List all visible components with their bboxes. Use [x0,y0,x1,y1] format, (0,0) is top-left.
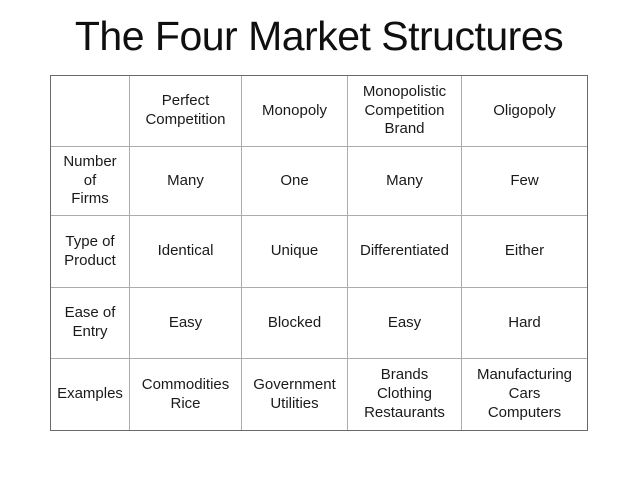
table-cell: Many [130,147,242,216]
table-cell: Few [462,147,587,216]
row-label-examples: Examples [51,359,130,430]
col-header-perfect-competition: Perfect Competition [130,76,242,147]
table-cell: One [242,147,348,216]
table-cell: Blocked [242,288,348,359]
table-cell: Differentiated [348,216,462,288]
table-cell: Unique [242,216,348,288]
table-cell: Easy [348,288,462,359]
table-cell: Hard [462,288,587,359]
table-cell: Commodities Rice [130,359,242,430]
table-cell: Government Utilities [242,359,348,430]
row-label-number-of-firms: Number of Firms [51,147,130,216]
table-cell: Manufacturing Cars Computers [476,366,573,421]
row-label-ease-of-entry: Ease of Entry [51,288,130,359]
corner-cell [51,76,130,147]
row-label-type-of-product: Type of Product [51,216,130,288]
table-cell: Either [462,216,587,288]
table-cell: Many [348,147,462,216]
page-title: The Four Market Structures [74,13,564,59]
col-header-oligopoly: Oligopoly [462,76,587,147]
table-cell: Brands Clothing Restaurants [348,359,462,430]
col-header-monopoly: Monopoly [242,76,348,147]
table-cell: Easy [130,288,242,359]
table-cell: Identical [130,216,242,288]
col-header-monopolistic-competition: Monopolistic Competition Brand [348,76,462,147]
market-structures-table: Perfect Competition Monopoly Monopolisti… [50,75,588,431]
